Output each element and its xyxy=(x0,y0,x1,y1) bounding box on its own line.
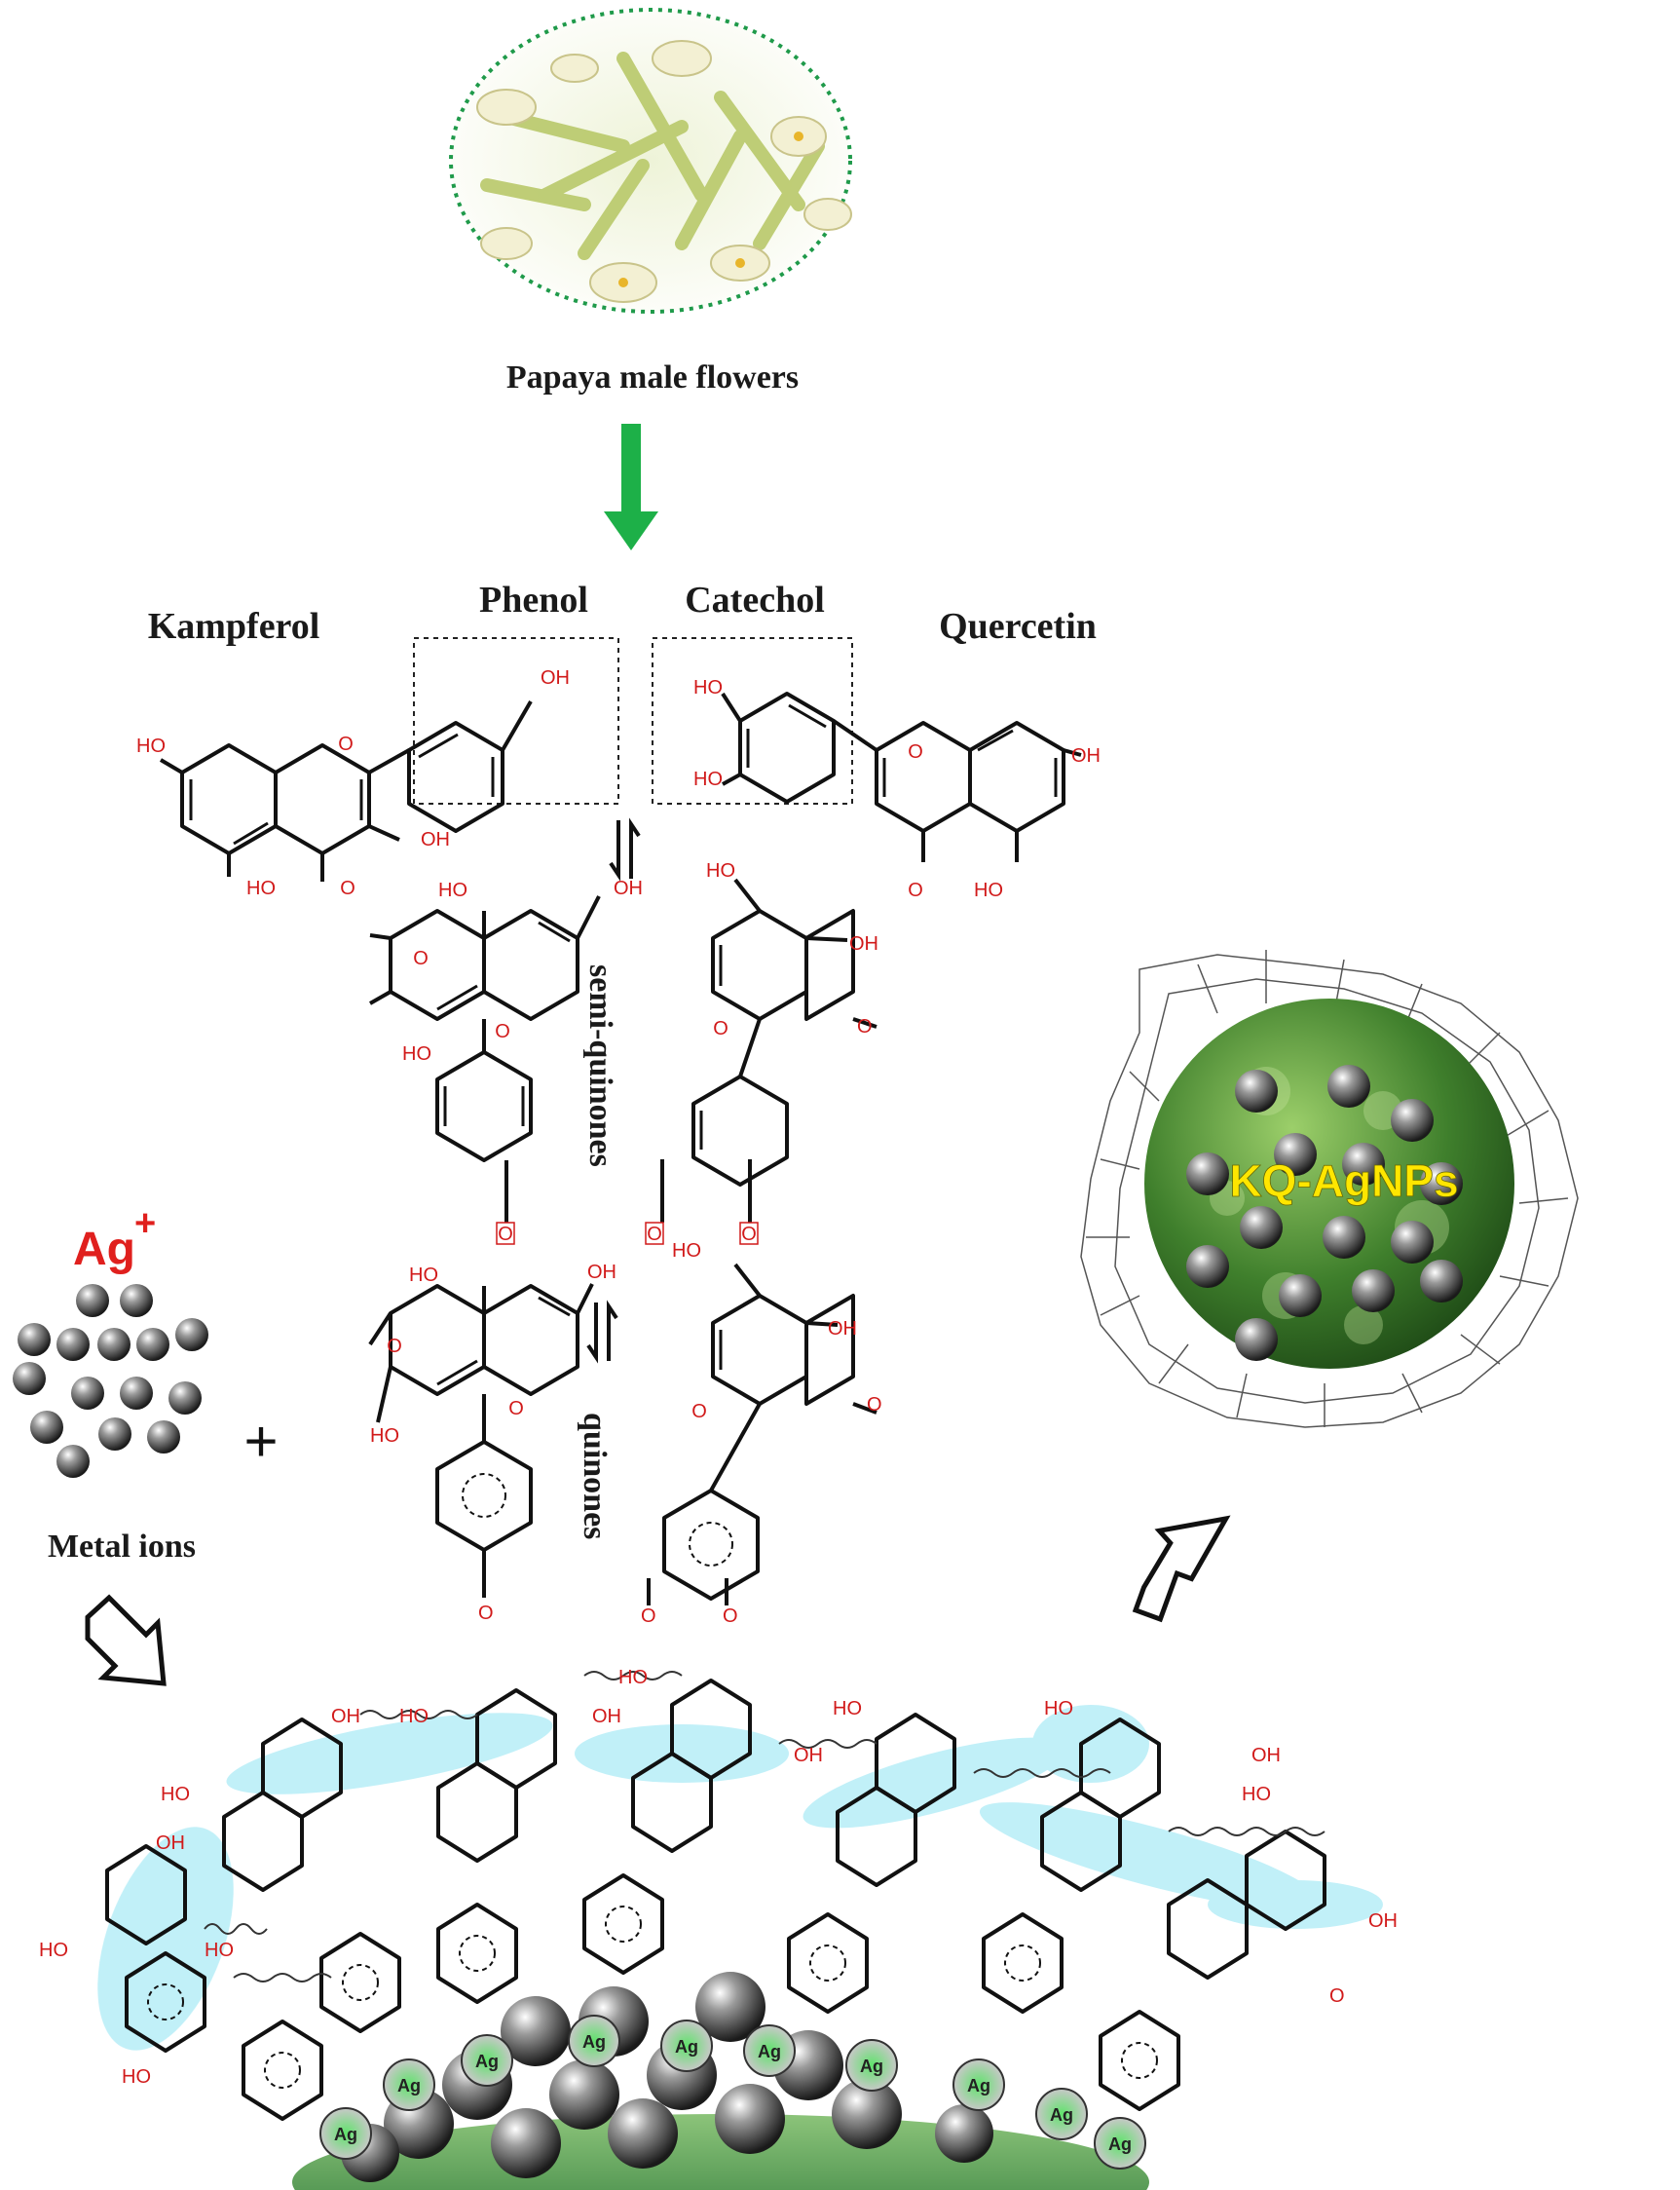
q-q-o-ring: O xyxy=(691,1401,707,1422)
metal-ions-label: Metal ions xyxy=(48,1529,196,1565)
sq-q-o-4: O xyxy=(857,1016,873,1038)
equilibrium-icon-2 xyxy=(586,1300,618,1364)
quercetin-o-ring: O xyxy=(908,741,923,763)
papaya-label: Papaya male flowers xyxy=(506,359,799,396)
sq-q-o-radical-2: O xyxy=(741,1224,757,1245)
bottom-ho-8: HO xyxy=(122,2066,151,2088)
bottom-oh-1: OH xyxy=(331,1706,360,1727)
ag-ion-charge: + xyxy=(134,1203,156,1244)
outline-arrow-icon-up xyxy=(1132,1515,1231,1623)
bottom-ho-3: HO xyxy=(618,1667,648,1688)
kampferol-label: Kampferol xyxy=(148,606,320,647)
quinones-label: quinones xyxy=(577,1413,613,1539)
equilibrium-icon-1 xyxy=(609,817,641,882)
kampferol-ho-1: HO xyxy=(136,736,166,757)
kampferol-o-ring: O xyxy=(338,734,354,755)
quercetin-o-4: O xyxy=(908,880,923,901)
semi-quinone-kampferol-structure xyxy=(369,895,601,1223)
bottom-o-1: O xyxy=(1329,1985,1345,2007)
ag-atom-1: Ag xyxy=(334,2125,357,2144)
phenol-highlight-box xyxy=(413,637,619,805)
quercetin-label: Quercetin xyxy=(939,606,1097,647)
kampferol-structure xyxy=(159,699,533,882)
bottom-ho-5: HO xyxy=(1044,1698,1073,1719)
phenol-label: Phenol xyxy=(479,580,588,621)
semi-quinone-quercetin-structure xyxy=(660,878,877,1223)
ag-atom-3: Ag xyxy=(475,2052,499,2071)
bottom-oh-2: OH xyxy=(156,1832,185,1854)
quinone-quercetin-structure xyxy=(647,1263,877,1605)
bottom-ho-7: HO xyxy=(39,1940,68,1961)
q-q-o-bottom-2: O xyxy=(723,1605,738,1627)
bottom-oh-4: OH xyxy=(794,1745,823,1766)
green-down-arrow-icon xyxy=(604,424,658,550)
sq-q-o-ring: O xyxy=(713,1018,728,1039)
catechol-label: Catechol xyxy=(685,580,825,621)
ag-atom-5: Ag xyxy=(675,2037,698,2057)
kampferol-ho-5: HO xyxy=(246,878,276,899)
q-k-ho: HO xyxy=(409,1265,438,1286)
quercetin-oh-7: OH xyxy=(1071,745,1101,767)
bottom-ho-2: HO xyxy=(161,1784,190,1805)
quinone-kampferol-structure xyxy=(368,1283,594,1598)
kq-agnps-nanoparticle xyxy=(1080,950,1579,1428)
sq-q-radical-box-2 xyxy=(739,1222,759,1245)
ag-atom-9: Ag xyxy=(1050,2105,1073,2125)
sq-q-ho: HO xyxy=(706,860,735,882)
sq-k-o-4: O xyxy=(413,948,429,969)
sq-k-ho-3: HO xyxy=(402,1043,431,1065)
sq-k-oh: OH xyxy=(614,878,643,899)
kampferol-o-4: O xyxy=(340,878,355,899)
bottom-ho-1: HO xyxy=(399,1706,429,1727)
q-k-oh: OH xyxy=(587,1262,616,1283)
ag-atom-8: Ag xyxy=(967,2076,990,2096)
bottom-ho-6: HO xyxy=(1242,1784,1271,1805)
kampferol-oh-3: OH xyxy=(421,829,450,850)
q-q-ho: HO xyxy=(672,1240,701,1262)
bottom-oh-5: OH xyxy=(1251,1745,1281,1766)
q-k-ho-3: HO xyxy=(370,1425,399,1447)
sq-k-radical-box xyxy=(496,1222,515,1245)
quercetin-structure xyxy=(721,692,1082,862)
sq-q-oh: OH xyxy=(849,933,878,955)
sq-k-o-radical: O xyxy=(498,1224,513,1245)
ag-atom-2: Ag xyxy=(397,2076,421,2096)
q-q-o-4: O xyxy=(867,1394,882,1416)
semi-quinones-label: semi-quinones xyxy=(582,964,618,1167)
q-k-o-ring: O xyxy=(508,1398,524,1419)
quercetin-ho-5: HO xyxy=(974,880,1003,901)
sq-k-ho: HO xyxy=(438,880,467,901)
quercetin-ho-4p: HO xyxy=(693,769,723,790)
sq-q-radical-box-1 xyxy=(645,1222,664,1245)
kq-agnps-label: KQ-AgNPs xyxy=(1229,1155,1458,1206)
bottom-ho-4: HO xyxy=(833,1698,862,1719)
ag-atom-4: Ag xyxy=(582,2032,606,2052)
ag-atom-10: Ag xyxy=(1108,2134,1132,2154)
kampferol-oh-phenol: OH xyxy=(541,667,570,689)
q-q-o-bottom-1: O xyxy=(641,1605,656,1627)
ag-atom-6: Ag xyxy=(758,2042,781,2061)
bottom-ho-9: HO xyxy=(205,1940,234,1961)
ag-ion-label: Ag xyxy=(73,1224,135,1275)
ag-atom-7: Ag xyxy=(860,2057,883,2076)
q-k-o-4: O xyxy=(387,1336,402,1357)
sq-q-o-radical-1: O xyxy=(647,1224,662,1245)
plus-sign: + xyxy=(243,1409,278,1474)
bottom-oh-3: OH xyxy=(592,1706,621,1727)
bottom-oh-6: OH xyxy=(1368,1910,1398,1932)
bottom-assembly xyxy=(97,1671,1383,2190)
q-q-oh: OH xyxy=(828,1318,857,1340)
papaya-flower-image xyxy=(449,8,852,314)
sq-k-o-ring: O xyxy=(495,1021,510,1042)
q-k-o-bottom: O xyxy=(478,1603,494,1624)
outline-arrow-icon-down xyxy=(85,1594,167,1686)
quercetin-ho-3p: HO xyxy=(693,677,723,699)
metal-ion-cluster xyxy=(13,1284,208,1478)
catechol-highlight-box xyxy=(652,637,853,805)
